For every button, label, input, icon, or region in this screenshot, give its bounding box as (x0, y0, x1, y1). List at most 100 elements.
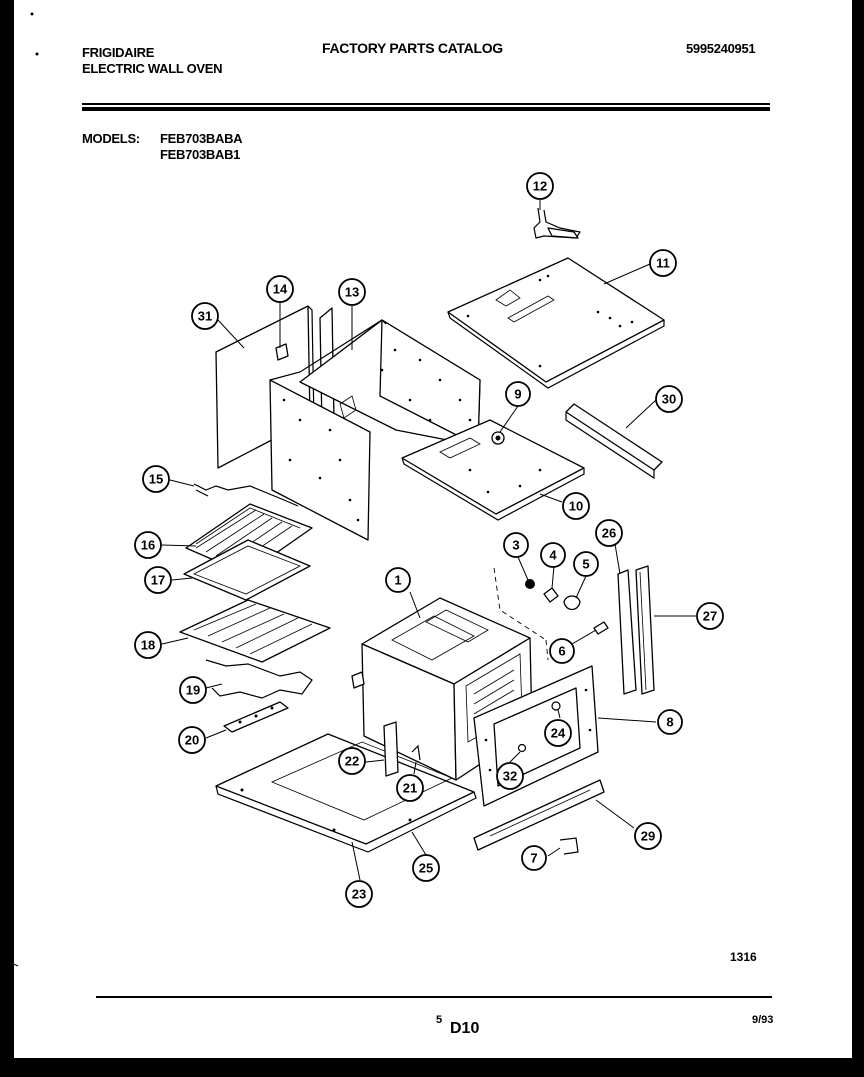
svg-text:15: 15 (149, 472, 163, 487)
callout-1: 1 (385, 567, 411, 593)
part-30-rail (565, 403, 663, 480)
issue-date: 9/93 (752, 1014, 774, 1026)
callout-17: 17 (144, 566, 172, 594)
callout-15: 15 (142, 465, 170, 493)
svg-text:26: 26 (602, 526, 616, 541)
svg-text:10: 10 (569, 499, 583, 514)
part-12-bracket (533, 207, 581, 239)
model-number: FEB703BAB1 (160, 147, 241, 162)
svg-text:12: 12 (533, 179, 547, 194)
part-32-fastener (517, 743, 527, 753)
part-10-bottom-panel (401, 419, 585, 521)
brand-name: FRIGIDAIRE (82, 45, 155, 60)
callout-19: 19 (179, 676, 207, 704)
callout-5: 5 (573, 551, 599, 577)
paper-sheet (14, 0, 852, 1058)
callout-30: 30 (655, 385, 683, 413)
svg-text:3: 3 (512, 538, 519, 553)
part-7-clip (559, 837, 579, 855)
callout-10: 10 (562, 492, 590, 520)
callout-26: 26 (595, 519, 623, 547)
callout-31: 31 (191, 302, 219, 330)
svg-text:32: 32 (503, 769, 517, 784)
svg-text:31: 31 (198, 309, 212, 324)
svg-text:11: 11 (656, 256, 670, 271)
callout-23: 23 (345, 880, 373, 908)
callout-20: 20 (178, 726, 206, 754)
callout-32: 32 (496, 762, 524, 790)
callout-4: 4 (540, 542, 566, 568)
callout-27: 27 (696, 602, 724, 630)
callout-8: 8 (657, 709, 683, 735)
callout-22: 22 (338, 747, 366, 775)
part-14-clip (275, 343, 289, 361)
product-name: ELECTRIC WALL OVEN (82, 61, 223, 76)
part-19-element (205, 659, 313, 699)
svg-text:4: 4 (549, 548, 557, 563)
svg-text:23: 23 (352, 887, 366, 902)
part-20-bracket (223, 701, 289, 733)
part-13-cabinet (269, 307, 481, 541)
svg-text:5: 5 (582, 557, 589, 572)
svg-text:6: 6 (558, 644, 565, 659)
header-rule (82, 103, 770, 111)
callout-21: 21 (396, 774, 424, 802)
svg-text:16: 16 (141, 538, 155, 553)
part-27-trim (635, 565, 655, 695)
part-26-trim (617, 569, 637, 695)
part-24-switch (551, 701, 561, 711)
part-6-bracket (593, 621, 609, 635)
svg-text:18: 18 (141, 638, 155, 653)
callout-6: 6 (549, 638, 575, 664)
part-1-oven-liner (361, 597, 533, 781)
part-15-element (193, 483, 299, 507)
part-22-bracket (383, 721, 399, 777)
callout-25: 25 (412, 854, 440, 882)
part-small-tab (351, 671, 365, 689)
callout-14: 14 (266, 275, 294, 303)
model-number: FEB703BABA (160, 131, 243, 146)
svg-text:13: 13 (345, 285, 359, 300)
callout-13: 13 (338, 278, 366, 306)
scan-specks (0, 12, 39, 967)
part-4-light-socket (543, 587, 559, 603)
leader-lines (161, 200, 696, 881)
callout-9: 9 (505, 381, 531, 407)
callout-24: 24 (544, 719, 572, 747)
part-23-base-panel (215, 733, 477, 853)
part-17-broil-pan (183, 539, 311, 601)
part-18-oven-rack (179, 599, 331, 663)
callout-11: 11 (649, 249, 677, 277)
svg-text:20: 20 (185, 733, 199, 748)
catalog-title: FACTORY PARTS CATALOG (322, 40, 503, 56)
svg-text:9: 9 (514, 387, 521, 402)
svg-text:27: 27 (703, 609, 717, 624)
part-3-nut (525, 579, 535, 589)
models-label: MODELS: (82, 131, 140, 146)
svg-text:1: 1 (394, 573, 401, 588)
svg-text:25: 25 (419, 861, 433, 876)
part-11-top-panel (447, 257, 665, 389)
page-number: 5 (436, 1014, 443, 1026)
section-code: D10 (450, 1020, 480, 1037)
svg-text:19: 19 (186, 683, 200, 698)
svg-text:7: 7 (530, 851, 537, 866)
figure-code: 1316 (730, 950, 757, 964)
callout-18: 18 (134, 631, 162, 659)
callout-12: 12 (526, 172, 554, 200)
callout-16: 16 (134, 531, 162, 559)
callout-3: 3 (503, 532, 529, 558)
svg-text:22: 22 (345, 754, 359, 769)
callout-29: 29 (634, 822, 662, 850)
callout-7: 7 (521, 845, 547, 871)
catalog-number: 5995240951 (686, 41, 756, 56)
part-5-lamp-cover (563, 595, 581, 611)
svg-text:30: 30 (662, 392, 676, 407)
part-21-clip (411, 744, 421, 761)
svg-text:24: 24 (551, 726, 566, 741)
svg-text:21: 21 (403, 781, 417, 796)
part-29-trim-strip (473, 779, 605, 851)
svg-text:8: 8 (666, 715, 673, 730)
